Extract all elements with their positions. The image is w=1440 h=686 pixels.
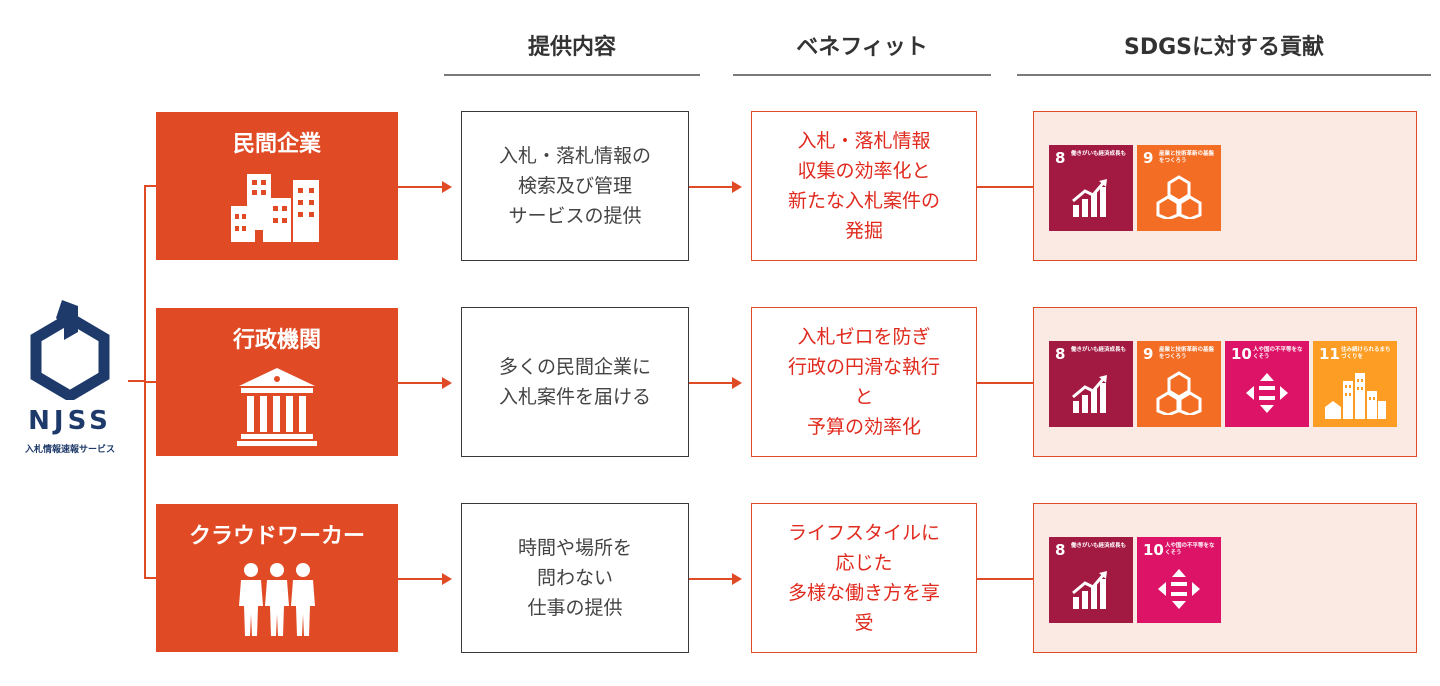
benefit-text: 入札・落札情報 収集の効率化と 新たな入札案件の 発掘 xyxy=(787,130,940,242)
sdg-number: 9 xyxy=(1143,345,1154,363)
benefit-box: ライフスタイルに 応じた 多様な働き方を享 受 xyxy=(751,503,977,653)
header-sdgs: SDGSに対する貢献 xyxy=(1017,30,1431,76)
arrow-head xyxy=(442,573,452,585)
sdg-row: 8 働きがいも経済成長も 9 産業と技術革新の基盤をつくろう 10 人や国の不平… xyxy=(1049,341,1397,427)
service-box: 多くの民間企業に 入札案件を届ける xyxy=(461,307,689,457)
government-building-icon xyxy=(237,368,317,446)
logo-name: NJSS xyxy=(28,406,112,436)
benefit-box: 入札・落札情報 収集の効率化と 新たな入札案件の 発掘 xyxy=(751,111,977,261)
sdg-goal-8: 8 働きがいも経済成長も xyxy=(1049,537,1133,623)
cubes-icon xyxy=(1156,371,1202,415)
sdg-label: 働きがいも経済成長も xyxy=(1071,543,1127,549)
arrow-head xyxy=(732,573,742,585)
sdg-number: 8 xyxy=(1055,541,1066,559)
sdg-number: 10 xyxy=(1143,541,1164,559)
equality-icon xyxy=(1158,569,1200,609)
category-box: 民間企業 xyxy=(156,112,398,260)
branch-connector xyxy=(144,185,156,187)
sdg-number: 8 xyxy=(1055,149,1066,167)
logo-subtitle: 入札情報速報サービス xyxy=(24,445,115,455)
sdg-label: 住み続けられるまちづくりを xyxy=(1341,347,1391,360)
njss-logo: NJSS 入札情報速報サービス xyxy=(16,296,124,466)
sdg-number: 9 xyxy=(1143,149,1154,167)
sdg-goal-11: 11 住み続けられるまちづくりを xyxy=(1313,341,1397,427)
service-text: 時間や場所を 問わない 仕事の提供 xyxy=(517,537,632,619)
sdg-number: 11 xyxy=(1319,345,1340,363)
sdg-label: 人や国の不平等をなくそう xyxy=(1253,347,1303,360)
sdg-number: 10 xyxy=(1231,345,1252,363)
sdg-label: 産業と技術革新の基盤をつくろう xyxy=(1159,151,1215,164)
benefit-box: 入札ゼロを防ぎ 行政の円滑な執行 と 予算の効率化 xyxy=(751,307,977,457)
benefit-text: 入札ゼロを防ぎ 行政の円滑な執行 と 予算の効率化 xyxy=(787,326,940,438)
buildings-icon xyxy=(231,174,319,242)
service-text: 入札・落札情報の 検索及び管理 サービスの提供 xyxy=(498,145,651,227)
sdg-goal-10: 10 人や国の不平等をなくそう xyxy=(1225,341,1309,427)
sdg-goal-8: 8 働きがいも経済成長も xyxy=(1049,145,1133,231)
sdg-label: 働きがいも経済成長も xyxy=(1071,347,1127,353)
sdg-goal-9: 9 産業と技術革新の基盤をつくろう xyxy=(1137,145,1221,231)
sdg-label: 産業と技術革新の基盤をつくろう xyxy=(1159,347,1215,360)
header-benefit: ベネフィット xyxy=(733,30,991,76)
service-text: 多くの民間企業に 入札案件を届ける xyxy=(498,356,651,408)
sdg-connector xyxy=(977,186,1033,188)
sdg-number: 8 xyxy=(1055,345,1066,363)
equality-icon xyxy=(1246,373,1288,413)
service-box: 入札・落札情報の 検索及び管理 サービスの提供 xyxy=(461,111,689,261)
branch-connector xyxy=(144,381,156,383)
arrow-head xyxy=(442,181,452,193)
arrow-head xyxy=(442,377,452,389)
arrow-line xyxy=(398,578,442,580)
arrow-head xyxy=(732,377,742,389)
category-box: クラウドワーカー xyxy=(156,504,398,652)
sdg-goal-10: 10 人や国の不平等をなくそう xyxy=(1137,537,1221,623)
growth-chart-icon xyxy=(1072,179,1107,217)
logo-connector xyxy=(128,380,146,382)
njss-logo-mark-icon xyxy=(30,300,110,403)
sdg-goal-9: 9 産業と技術革新の基盤をつくろう xyxy=(1137,341,1221,427)
arrow-line xyxy=(689,382,732,384)
category-title: 民間企業 xyxy=(232,132,321,157)
arrow-head xyxy=(732,181,742,193)
sdg-label: 人や国の不平等をなくそう xyxy=(1165,543,1215,556)
sdg-label: 働きがいも経済成長も xyxy=(1071,151,1127,157)
sdg-panel: 8 働きがいも経済成長も 9 産業と技術革新の基盤をつくろう xyxy=(1033,111,1417,261)
sdg-goal-8: 8 働きがいも経済成長も xyxy=(1049,341,1133,427)
arrow-line xyxy=(398,186,442,188)
city-icon xyxy=(1325,373,1386,419)
sdg-connector xyxy=(977,382,1033,384)
sdg-row: 8 働きがいも経済成長も 10 人や国の不平等をなくそう xyxy=(1049,537,1221,623)
sdg-connector xyxy=(977,578,1033,580)
header-service: 提供内容 xyxy=(444,30,700,76)
branch-connector xyxy=(144,577,156,579)
service-box: 時間や場所を 問わない 仕事の提供 xyxy=(461,503,689,653)
sdg-row: 8 働きがいも経済成長も 9 産業と技術革新の基盤をつくろう xyxy=(1049,145,1221,231)
cubes-icon xyxy=(1156,175,1202,219)
arrow-line xyxy=(689,186,732,188)
benefit-text: ライフスタイルに 応じた 多様な働き方を享 受 xyxy=(787,522,940,634)
sdg-panel: 8 働きがいも経済成長も 9 産業と技術革新の基盤をつくろう 10 人や国の不平… xyxy=(1033,307,1417,457)
people-icon xyxy=(239,563,315,636)
category-box: 行政機関 xyxy=(156,308,398,456)
category-title: クラウドワーカー xyxy=(188,524,365,549)
arrow-line xyxy=(398,382,442,384)
growth-chart-icon xyxy=(1072,375,1107,413)
sdg-panel: 8 働きがいも経済成長も 10 人や国の不平等をなくそう xyxy=(1033,503,1417,653)
arrow-line xyxy=(689,578,732,580)
category-title: 行政機関 xyxy=(232,328,321,353)
growth-chart-icon xyxy=(1072,571,1107,609)
